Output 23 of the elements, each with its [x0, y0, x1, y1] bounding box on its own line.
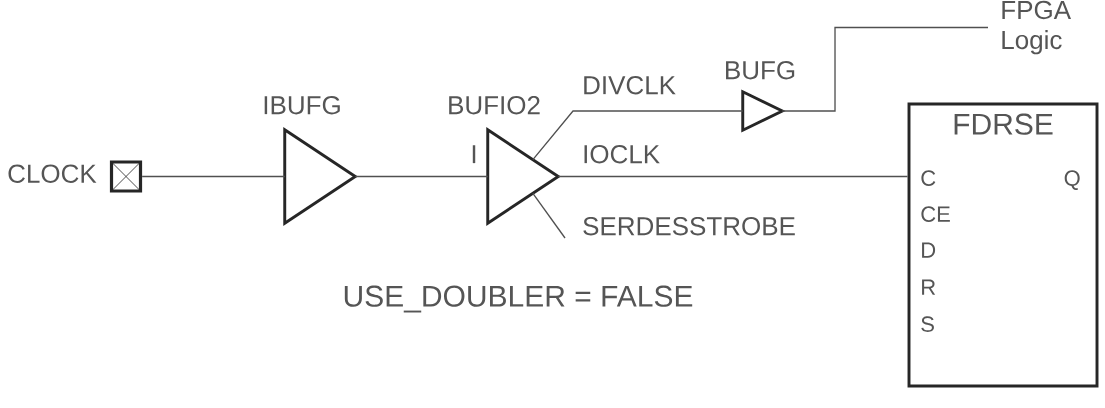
- wire: [141, 175, 286, 178]
- destination-label: FPGA Logic: [1002, 0, 1072, 55]
- wire: [354, 175, 489, 178]
- pin-label: D: [922, 242, 936, 258]
- signal-label: IOCLK: [580, 143, 662, 165]
- pin-label: R: [922, 279, 936, 295]
- buffer-label: IBUFG: [264, 96, 340, 115]
- block-title: FDRSE: [954, 113, 1053, 135]
- wire: [532, 110, 744, 161]
- signal-label: DIVCLK: [580, 74, 678, 96]
- pin-label: S: [921, 316, 934, 332]
- pin-label: I: [472, 145, 476, 164]
- signal-label: SERDESSTROBE: [580, 215, 798, 237]
- buffer-label: BUFG: [726, 61, 795, 80]
- buffer-label: BUFIO2: [449, 96, 540, 115]
- pad-label: CLOCK: [8, 164, 97, 183]
- pin-label: C: [921, 170, 936, 186]
- wire: [781, 26, 989, 112]
- attribute-note: USE_DOUBLER = FALSE: [344, 285, 693, 313]
- wire: [532, 192, 566, 239]
- pin-label: Q: [1064, 170, 1080, 190]
- wire: [557, 175, 909, 178]
- pin-label: CE: [921, 206, 950, 222]
